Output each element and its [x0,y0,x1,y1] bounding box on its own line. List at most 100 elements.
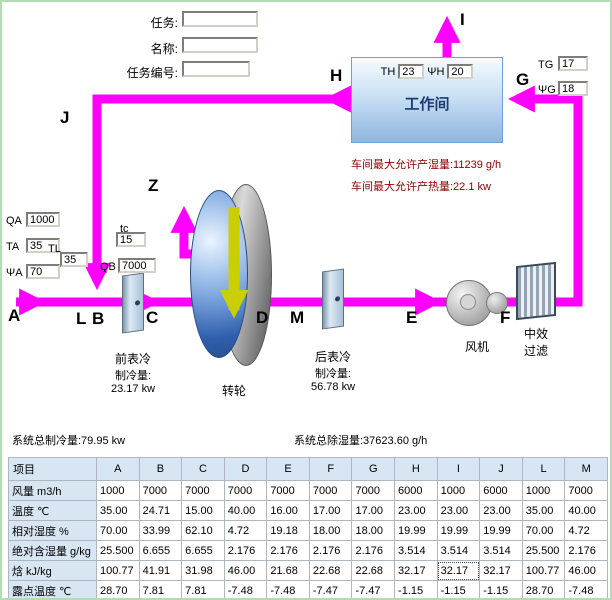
table-cell[interactable]: 6.655 [181,540,225,561]
table-cell[interactable]: 33.99 [138,520,183,541]
table-cell[interactable]: 6.655 [138,540,183,561]
table-cell[interactable]: 2.176 [308,540,353,561]
qa-input[interactable] [26,212,60,227]
table-cell[interactable]: -1.15 [479,580,523,598]
fan-graphic[interactable] [446,278,508,328]
table-cell[interactable]: -7.48 [564,580,608,598]
table-cell[interactable]: 4.72 [223,520,268,541]
table-cell[interactable]: 19.18 [266,520,310,541]
col-header-item: 项目 [8,457,97,481]
table-cell[interactable]: 7.81 [181,580,225,598]
table-cell[interactable]: 19.99 [394,520,438,541]
wa-input[interactable] [26,264,60,279]
table-cell[interactable]: 41.91 [138,560,183,581]
table-cell[interactable]: 40.00 [223,500,268,521]
front-cooler-label: 前表冷 [114,352,151,366]
qb-input[interactable] [118,258,156,273]
table-cell[interactable]: 3.514 [394,540,438,561]
front-cooler-cap-value: 23.17 kw [110,383,156,395]
table-cell[interactable]: 70.00 [96,520,140,541]
task-no-input[interactable] [182,61,250,77]
table-cell[interactable]: 70.00 [521,520,566,541]
table-cell[interactable]: 23.00 [479,500,523,521]
table-cell[interactable]: 18.00 [351,520,396,541]
wh-input[interactable] [447,64,474,79]
col-header-G: G [351,457,396,481]
table-cell[interactable]: 28.70 [96,580,140,598]
table-cell[interactable]: 25.500 [521,540,566,561]
table-cell[interactable]: 17.00 [351,500,396,521]
rear-cooler-cap-value: 56.78 kw [310,381,356,393]
table-cell[interactable]: 22.68 [351,560,396,581]
table-cell[interactable]: 2.176 [266,540,310,561]
table-cell[interactable]: 22.68 [308,560,353,581]
table-cell[interactable]: 40.00 [564,500,608,521]
workroom-box[interactable]: TH ΨH 工作间 [351,57,503,143]
table-cell[interactable]: 32.17 [436,560,481,581]
table-cell[interactable]: -1.15 [436,580,481,598]
table-cell[interactable]: 62.10 [181,520,225,541]
table-cell[interactable]: 24.71 [138,500,183,521]
table-cell[interactable]: -7.48 [266,580,310,598]
table-cell[interactable]: -1.15 [394,580,438,598]
rear-cooler-graphic[interactable] [322,268,344,330]
table-cell[interactable]: 7.81 [138,580,183,598]
table-cell[interactable]: 28.70 [521,580,566,598]
table-cell[interactable]: 1000 [521,480,566,501]
table-cell[interactable]: 23.00 [436,500,481,521]
table-cell[interactable]: 23.00 [394,500,438,521]
table-cell[interactable]: -7.47 [308,580,353,598]
table-cell[interactable]: 1000 [436,480,481,501]
table-cell[interactable]: 15.00 [181,500,225,521]
table-cell[interactable]: 7000 [138,480,183,501]
name-input[interactable] [182,37,258,53]
table-cell[interactable]: 19.99 [436,520,481,541]
front-cooler-graphic[interactable] [122,272,144,334]
table-cell[interactable]: 100.77 [96,560,140,581]
table-cell[interactable]: 7000 [564,480,608,501]
table-cell[interactable]: 7000 [351,480,396,501]
table-cell[interactable]: 2.176 [564,540,608,561]
table-cell[interactable]: 32.17 [479,560,523,581]
table-cell[interactable]: 19.99 [479,520,523,541]
table-cell[interactable]: 7000 [266,480,310,501]
table-cell[interactable]: 3.514 [479,540,523,561]
rotary-wheel-graphic[interactable] [190,182,274,368]
table-cell[interactable]: 35.00 [521,500,566,521]
table-cell[interactable]: 2.176 [223,540,268,561]
filter-graphic[interactable] [516,261,556,321]
table-cell[interactable]: 3.514 [436,540,481,561]
point-label-h: H [330,66,343,85]
ta-input[interactable] [26,238,60,253]
table-cell[interactable]: 35.00 [96,500,140,521]
table-cell[interactable]: 100.77 [521,560,566,581]
table-cell[interactable]: 31.98 [181,560,225,581]
table-cell[interactable]: 17.00 [308,500,353,521]
table-cell[interactable]: 7000 [308,480,353,501]
tc-input[interactable] [116,232,146,247]
table-cell[interactable]: 4.72 [564,520,608,541]
table-cell[interactable]: 32.17 [394,560,438,581]
table-cell[interactable]: 18.00 [308,520,353,541]
th-input[interactable] [398,64,425,79]
table-cell[interactable]: 25.500 [96,540,140,561]
wg-label: ΨG [538,84,556,96]
task-input[interactable] [182,11,258,27]
table-cell[interactable]: 2.176 [351,540,396,561]
table-cell[interactable]: 7000 [223,480,268,501]
table-cell[interactable]: 46.00 [564,560,608,581]
table-cell[interactable]: 7000 [181,480,225,501]
tg-input[interactable] [558,56,588,71]
table-cell[interactable]: 6000 [479,480,523,501]
table-cell[interactable]: 1000 [96,480,140,501]
table-cell[interactable]: 16.00 [266,500,310,521]
table-cell[interactable]: 6000 [394,480,438,501]
table-cell[interactable]: -7.47 [351,580,396,598]
table-cell[interactable]: 21.68 [266,560,310,581]
tl-input[interactable] [60,252,88,267]
col-header-I: I [436,457,481,481]
table-cell[interactable]: -7.48 [223,580,268,598]
tl-label: TL [48,243,61,255]
table-cell[interactable]: 46.00 [223,560,268,581]
wg-input[interactable] [558,81,588,96]
